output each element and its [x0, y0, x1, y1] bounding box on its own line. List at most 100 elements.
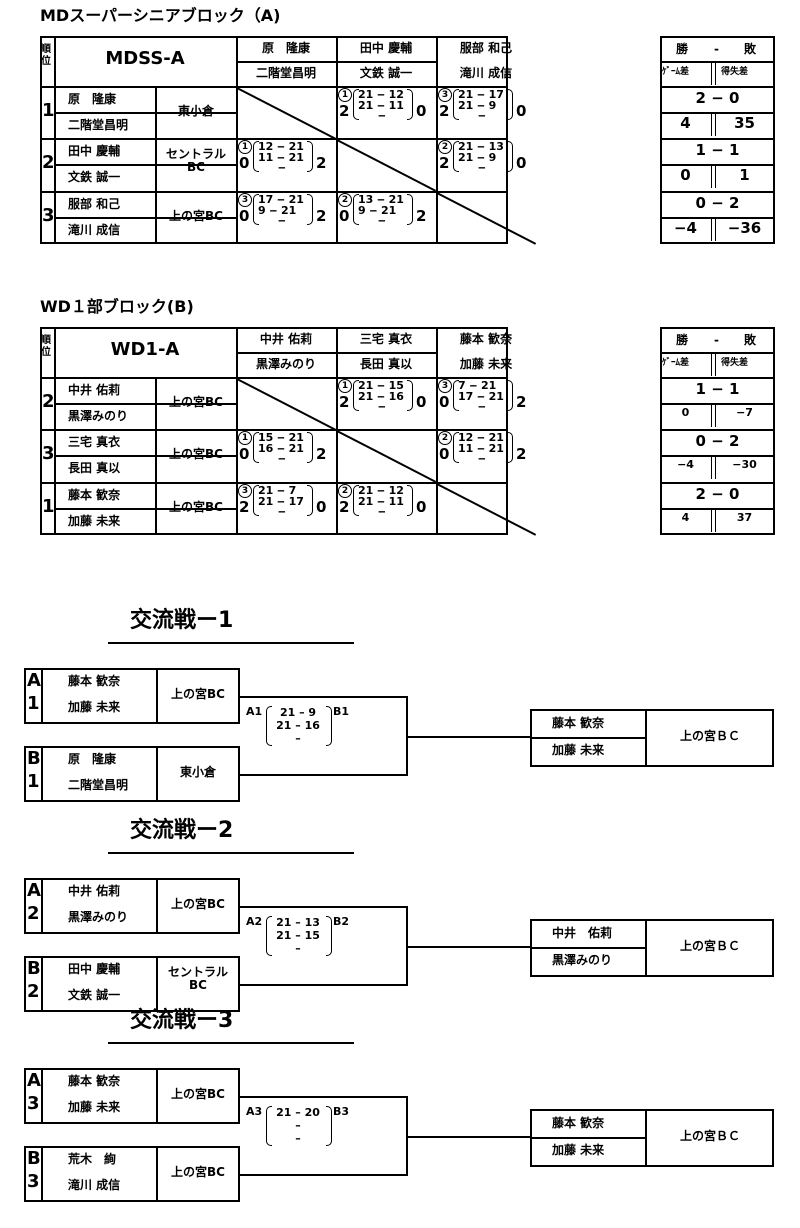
game-score: ‒ — [478, 400, 486, 413]
match-order-badge: 2 — [338, 193, 352, 207]
grid-line — [156, 746, 158, 802]
match-order-badge: 1 — [338, 88, 352, 102]
club-name: 上の宮BC — [169, 447, 223, 461]
bracket-line — [406, 736, 530, 738]
club-name: 上の宮BC — [169, 500, 223, 514]
bracket-left — [253, 485, 259, 516]
game-score: 11 ‒ 21 — [458, 442, 504, 455]
win-loss: 1 − 1 — [695, 141, 740, 159]
games-won-right: 2 — [316, 207, 327, 225]
player-name: 二階堂昌明 — [68, 118, 129, 132]
rank-number: 3 — [42, 443, 55, 464]
game-score: 15 ‒ 21 — [258, 431, 304, 444]
league-table — [40, 36, 508, 244]
games-won-right: 0 — [516, 154, 527, 172]
bracket-left — [353, 194, 359, 225]
team-slot-label: A — [27, 880, 41, 901]
player-name: 藤本 歓奈 — [68, 674, 121, 688]
game-score: ‒ — [278, 452, 286, 465]
point-diff: 1 — [739, 166, 750, 184]
games-won-right: 0 — [316, 498, 327, 516]
grid-line — [711, 63, 712, 85]
game-score: 11 ‒ 21 — [258, 151, 304, 164]
bracket-line — [406, 1136, 530, 1138]
player-name: 加藤 未来 — [68, 700, 121, 714]
block-code: MDSS-A — [105, 48, 185, 69]
player-name: 原 隆康 — [68, 92, 117, 106]
team-box — [24, 1146, 240, 1202]
win-loss: 0 − 2 — [695, 432, 740, 450]
grid-line — [40, 429, 508, 431]
point-diff: 35 — [734, 114, 755, 132]
club-name: 上の宮BC — [171, 1165, 225, 1179]
game-diff: −4 — [673, 219, 697, 237]
game-score: 17 ‒ 21 — [258, 193, 304, 206]
bracket-right — [307, 141, 313, 172]
game-score: 13 ‒ 21 — [358, 193, 404, 206]
match-order-badge: 3 — [238, 484, 252, 498]
summary-header: ｹﾞｰﾑ差 — [662, 67, 690, 77]
game-score: 12 ‒ 21 — [258, 140, 304, 153]
game-score: ‒ — [278, 214, 286, 227]
summary-table — [660, 327, 775, 535]
game-score: ‒ — [478, 452, 486, 465]
team-slot-label: 1 — [27, 693, 40, 714]
grid-line — [711, 354, 712, 376]
exchange-heading: 交流戦ー1 — [130, 608, 234, 633]
grid-line — [54, 36, 56, 244]
club-name: 東小倉 — [179, 765, 216, 779]
bracket-left — [453, 141, 459, 172]
bracket-right — [307, 485, 313, 516]
grid-line — [40, 191, 508, 193]
column-player: 中井 佑莉 — [259, 332, 313, 346]
games-won-right: 2 — [516, 393, 527, 411]
heading-underline — [108, 852, 354, 854]
match-order-badge: 3 — [438, 379, 452, 393]
grid-line — [660, 482, 775, 484]
games-won-left: 0 — [439, 393, 450, 411]
win-loss: 0 − 2 — [695, 194, 740, 212]
player-name: 文鉄 誠一 — [68, 170, 121, 184]
block-code: WD1-A — [110, 339, 180, 360]
team-slot-label: B — [27, 958, 41, 979]
game-score: 21 ‒ 9 — [458, 151, 497, 164]
bracket-right — [407, 194, 413, 225]
team-slot-label: A — [27, 670, 41, 691]
club-name: セントラル BC — [165, 147, 226, 175]
match-order-badge: 1 — [238, 140, 252, 154]
games-won-left: 2 — [339, 393, 350, 411]
team-box — [24, 746, 240, 802]
grid-line — [41, 878, 43, 934]
bracket-right — [507, 141, 513, 172]
grid-line — [40, 482, 508, 484]
game-score: ‒ — [378, 214, 386, 227]
grid-line — [530, 737, 646, 739]
grid-line — [660, 191, 775, 193]
grid-line — [40, 138, 508, 140]
grid-line — [54, 455, 236, 457]
point-diff: −30 — [732, 458, 757, 471]
game-score: 21 – 15 — [276, 929, 320, 942]
column-player: 加藤 未来 — [459, 357, 513, 371]
games-won-right: 2 — [516, 445, 527, 463]
match-order-badge: 2 — [438, 431, 452, 445]
rank-number: 2 — [42, 391, 55, 412]
team-box — [24, 668, 240, 724]
grid-line — [156, 668, 158, 724]
rank-number: 1 — [42, 100, 55, 121]
grid-line — [236, 327, 238, 535]
games-won-right: 2 — [416, 207, 427, 225]
game-score: ‒ — [378, 400, 386, 413]
summary-header: 得失差 — [721, 358, 749, 368]
games-won-left: 0 — [439, 445, 450, 463]
grid-line — [660, 164, 775, 166]
grid-line — [436, 36, 438, 244]
game-score: – — [295, 732, 301, 745]
bracket-left — [253, 194, 259, 225]
game-score: 21 ‒ 15 — [358, 379, 404, 392]
rank-number: 2 — [42, 152, 55, 173]
games-won-right: 0 — [416, 498, 427, 516]
exchange-heading: 交流戦ー3 — [130, 1008, 234, 1033]
game-score: 21 ‒ 9 — [458, 99, 497, 112]
grid-line — [660, 61, 775, 63]
